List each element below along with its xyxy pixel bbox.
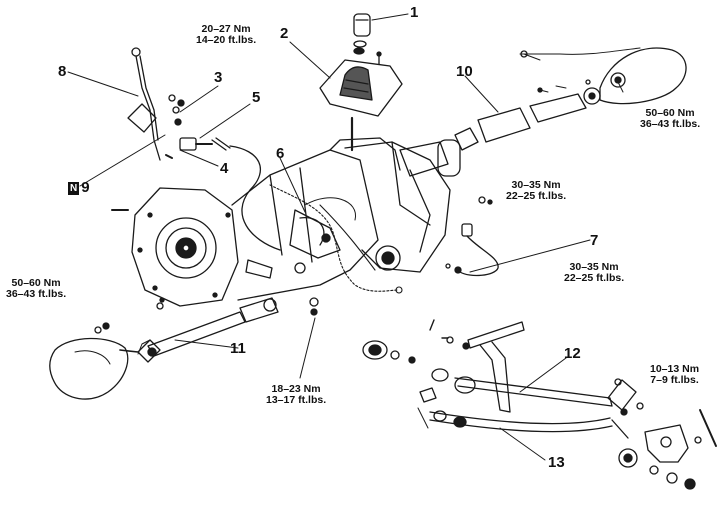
torque-ftlb: 7–9 ft.lbs. (650, 374, 699, 387)
torque-ftlb: 22–25 ft.lbs. (564, 272, 625, 285)
front-propeller-shaft (454, 47, 687, 151)
shift-knob (353, 13, 382, 65)
torque-nm: 18–23 Nm (271, 383, 321, 395)
torque-spec-transfer: 30–35 Nm 22–25 ft.lbs. (506, 179, 567, 203)
torque-ftlb: 14–20 ft.lbs. (196, 34, 257, 47)
wiring-harness (269, 184, 403, 294)
dipstick (127, 47, 161, 161)
callout-11: 11 (230, 340, 246, 357)
callout-6: 6 (276, 145, 285, 162)
callout-12: 12 (564, 345, 581, 362)
torque-spec-rear-shaft: 50–60 Nm 36–43 ft.lbs. (6, 277, 67, 301)
torque-spec-speedo-cable: 30–35 Nm 22–25 ft.lbs. (564, 261, 625, 285)
leader-lines (67, 13, 624, 461)
torque-ftlb: 36–43 ft.lbs. (6, 288, 67, 301)
torque-spec-front-shaft: 50–60 Nm 36–43 ft.lbs. (640, 107, 701, 131)
torque-nm: 30–35 Nm (511, 179, 561, 191)
transmission-case (131, 137, 461, 307)
callout-3: 3 (214, 69, 223, 86)
torque-nm: 20–27 Nm (201, 23, 251, 35)
callout-8: 8 (58, 63, 67, 80)
callout-9-number: 9 (81, 179, 90, 196)
callout-4: 4 (220, 160, 229, 177)
torque-spec-top: 20–27 Nm 14–20 ft.lbs. (196, 23, 257, 47)
torque-nm: 10–13 Nm (650, 363, 700, 375)
shift-boot (319, 59, 403, 152)
callout-10: 10 (456, 63, 473, 80)
torque-nm: 50–60 Nm (11, 277, 61, 289)
callout-9-badge: N (68, 182, 80, 195)
callout-1: 1 (410, 4, 419, 21)
callout-5: 5 (252, 89, 261, 106)
torque-ftlb: 36–43 ft.lbs. (640, 118, 701, 131)
torque-ftlb: 13–17 ft.lbs. (266, 394, 327, 407)
rear-propeller-shaft (49, 297, 279, 400)
torque-nm: 30–35 Nm (569, 261, 619, 273)
callout-7: 7 (590, 232, 599, 249)
shift-linkage (362, 319, 717, 490)
callout-13: 13 (548, 454, 565, 471)
speedometer-cable (445, 223, 499, 277)
torque-ftlb: 22–25 ft.lbs. (506, 190, 567, 203)
torque-nm: 50–60 Nm (645, 107, 695, 119)
torque-spec-drain-plug: 18–23 Nm 13–17 ft.lbs. (266, 383, 327, 407)
fasteners (94, 94, 493, 334)
torque-spec-linkage: 10–13 Nm 7–9 ft.lbs. (650, 363, 700, 387)
callout-2: 2 (280, 25, 289, 42)
